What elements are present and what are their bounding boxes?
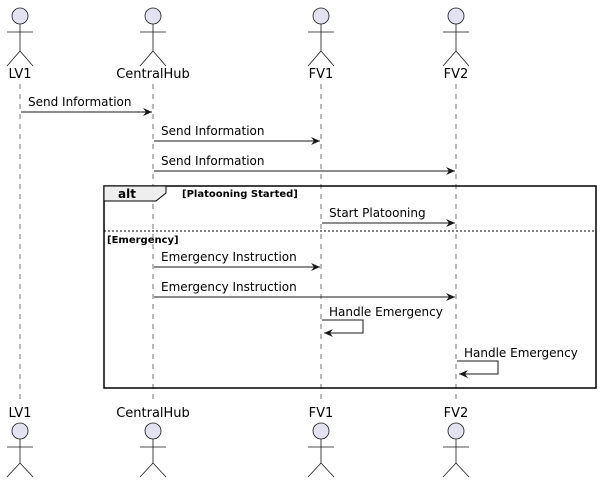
actor-head-icon [447,422,465,440]
message-label: Emergency Instruction [161,280,297,294]
actor-head-icon [11,422,29,440]
message-4: Start Platooning [322,206,455,227]
actor-body-icon [442,24,470,67]
actor-head-icon [144,422,162,440]
self-message-arrow [322,319,364,337]
message-label: Send Information [161,124,265,138]
alt-condition: [Platooning Started] [182,189,298,200]
actor-label: LV1 [9,67,32,82]
actor-fv1-top: FV1 [307,7,335,82]
message-5: Emergency Instruction [154,250,320,271]
actor-body-icon [307,24,335,67]
actor-label: FV1 [309,406,334,421]
message-label: Send Information [161,154,265,168]
message-label: Send Information [28,95,132,109]
actor-fv1-bottom: FV1 [307,406,335,478]
message-6: Emergency Instruction [154,280,455,301]
actor-fv2-top: FV2 [442,7,470,82]
message-1: Send Information [21,95,152,116]
actor-centralhub-top: CentralHub [116,7,190,82]
actor-label: CentralHub [116,406,190,421]
actor-label: FV1 [309,67,334,82]
actor-body-icon [307,439,335,478]
actor-body-icon [6,439,34,478]
actor-fv2-bottom: FV2 [442,406,470,478]
message-3: Send Information [154,154,455,175]
message-label: Emergency Instruction [161,250,297,264]
actor-lv1-top: LV1 [6,7,34,82]
message-2: Send Information [154,124,320,145]
alt-fragment-tab [103,185,167,202]
alt-fragment-box [103,185,597,389]
message-label: Handle Emergency [329,305,443,319]
actor-body-icon [139,439,167,478]
actor-head-icon [312,7,330,25]
actor-label: FV2 [444,406,469,421]
actor-head-icon [447,7,465,25]
message-7: Handle Emergency [322,305,443,337]
actor-head-icon [11,7,29,25]
actor-label: CentralHub [116,67,190,82]
actor-body-icon [139,24,167,67]
self-message-arrow [457,360,499,378]
message-label: Start Platooning [329,206,426,220]
actor-head-icon [312,422,330,440]
message-label: Handle Emergency [464,346,578,360]
actor-body-icon [442,439,470,478]
actor-lv1-bottom: LV1 [6,406,34,478]
message-8: Handle Emergency [457,346,578,378]
alt-keyword: alt [118,187,136,201]
actor-label: FV2 [444,67,469,82]
actor-label: LV1 [9,406,32,421]
actor-head-icon [144,7,162,25]
alt-else-condition: [Emergency] [107,235,179,246]
actor-centralhub-bottom: CentralHub [116,406,190,478]
actor-body-icon [6,24,34,67]
